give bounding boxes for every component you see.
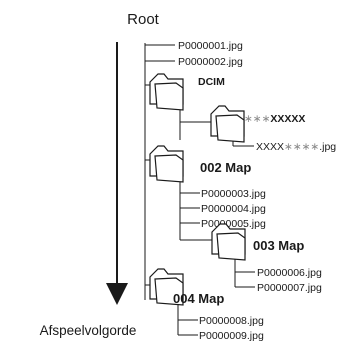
playback-order-arrow — [106, 42, 128, 305]
map002-folder-label: 002 Map — [200, 160, 251, 175]
file-p0000001: P0000001.jpg — [178, 40, 243, 52]
file-xxxx-stars-jpg: XXXX∗∗∗∗.jpg — [256, 141, 336, 153]
xxxxx-folder-name: XXXXX — [270, 113, 305, 125]
map004-folder-label: 004 Map — [173, 291, 224, 306]
xxxxx-folder-label: ∗∗∗XXXXX — [244, 113, 305, 125]
xxxxx-folder-icon — [210, 105, 245, 143]
dcim-folder-icon — [149, 73, 184, 111]
root-label: Root — [127, 11, 160, 28]
file-p0000007: P0000007.jpg — [257, 282, 322, 294]
file-p0000006: P0000006.jpg — [257, 267, 322, 279]
map003-folder-label: 003 Map — [253, 238, 304, 253]
file-p0000004: P0000004.jpg — [201, 203, 266, 215]
file-p0000009: P0000009.jpg — [199, 330, 264, 341]
xxxxx-folder-stars: ∗∗∗ — [244, 113, 270, 125]
tree-lines — [144, 43, 255, 336]
file-p0000008: P0000008.jpg — [199, 315, 264, 327]
file-xxxx-name: XXXX — [256, 141, 284, 153]
file-p0000003: P0000003.jpg — [201, 188, 266, 200]
dcim-folder-label: DCIM — [198, 76, 225, 88]
file-xxxx-stars: ∗∗∗∗ — [284, 141, 319, 153]
playback-order-label: Afspeelvolgorde — [40, 323, 137, 338]
map002-folder-icon — [149, 145, 184, 183]
file-p0000002: P0000002.jpg — [178, 56, 243, 68]
map003-folder-icon — [211, 223, 246, 261]
file-p0000005: P0000005.jpg — [201, 218, 266, 230]
file-xxxx-ext: .jpg — [319, 141, 336, 153]
